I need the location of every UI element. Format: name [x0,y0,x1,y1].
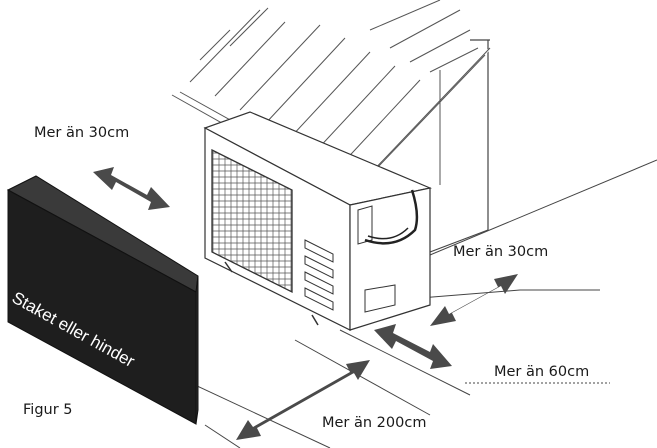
figure-label: Figur 5 [23,402,73,418]
ground-lines [119,159,657,448]
clearance-left-side-label: Mer än 30cm [34,125,130,141]
arrow-right-side [430,274,518,326]
clearance-right-side-label: Mer än 30cm [453,244,549,260]
wall [429,39,490,253]
arrow-front-outlet [374,324,452,369]
arrow-left-side [93,167,170,210]
clearance-front-outlet-label: Mer än 60cm [494,364,590,380]
obstacle-block [6,175,199,425]
arrow-front-distance [236,360,370,440]
clearance-front-distance-label: Mer än 200cm [322,415,427,431]
outdoor-unit [203,111,432,331]
